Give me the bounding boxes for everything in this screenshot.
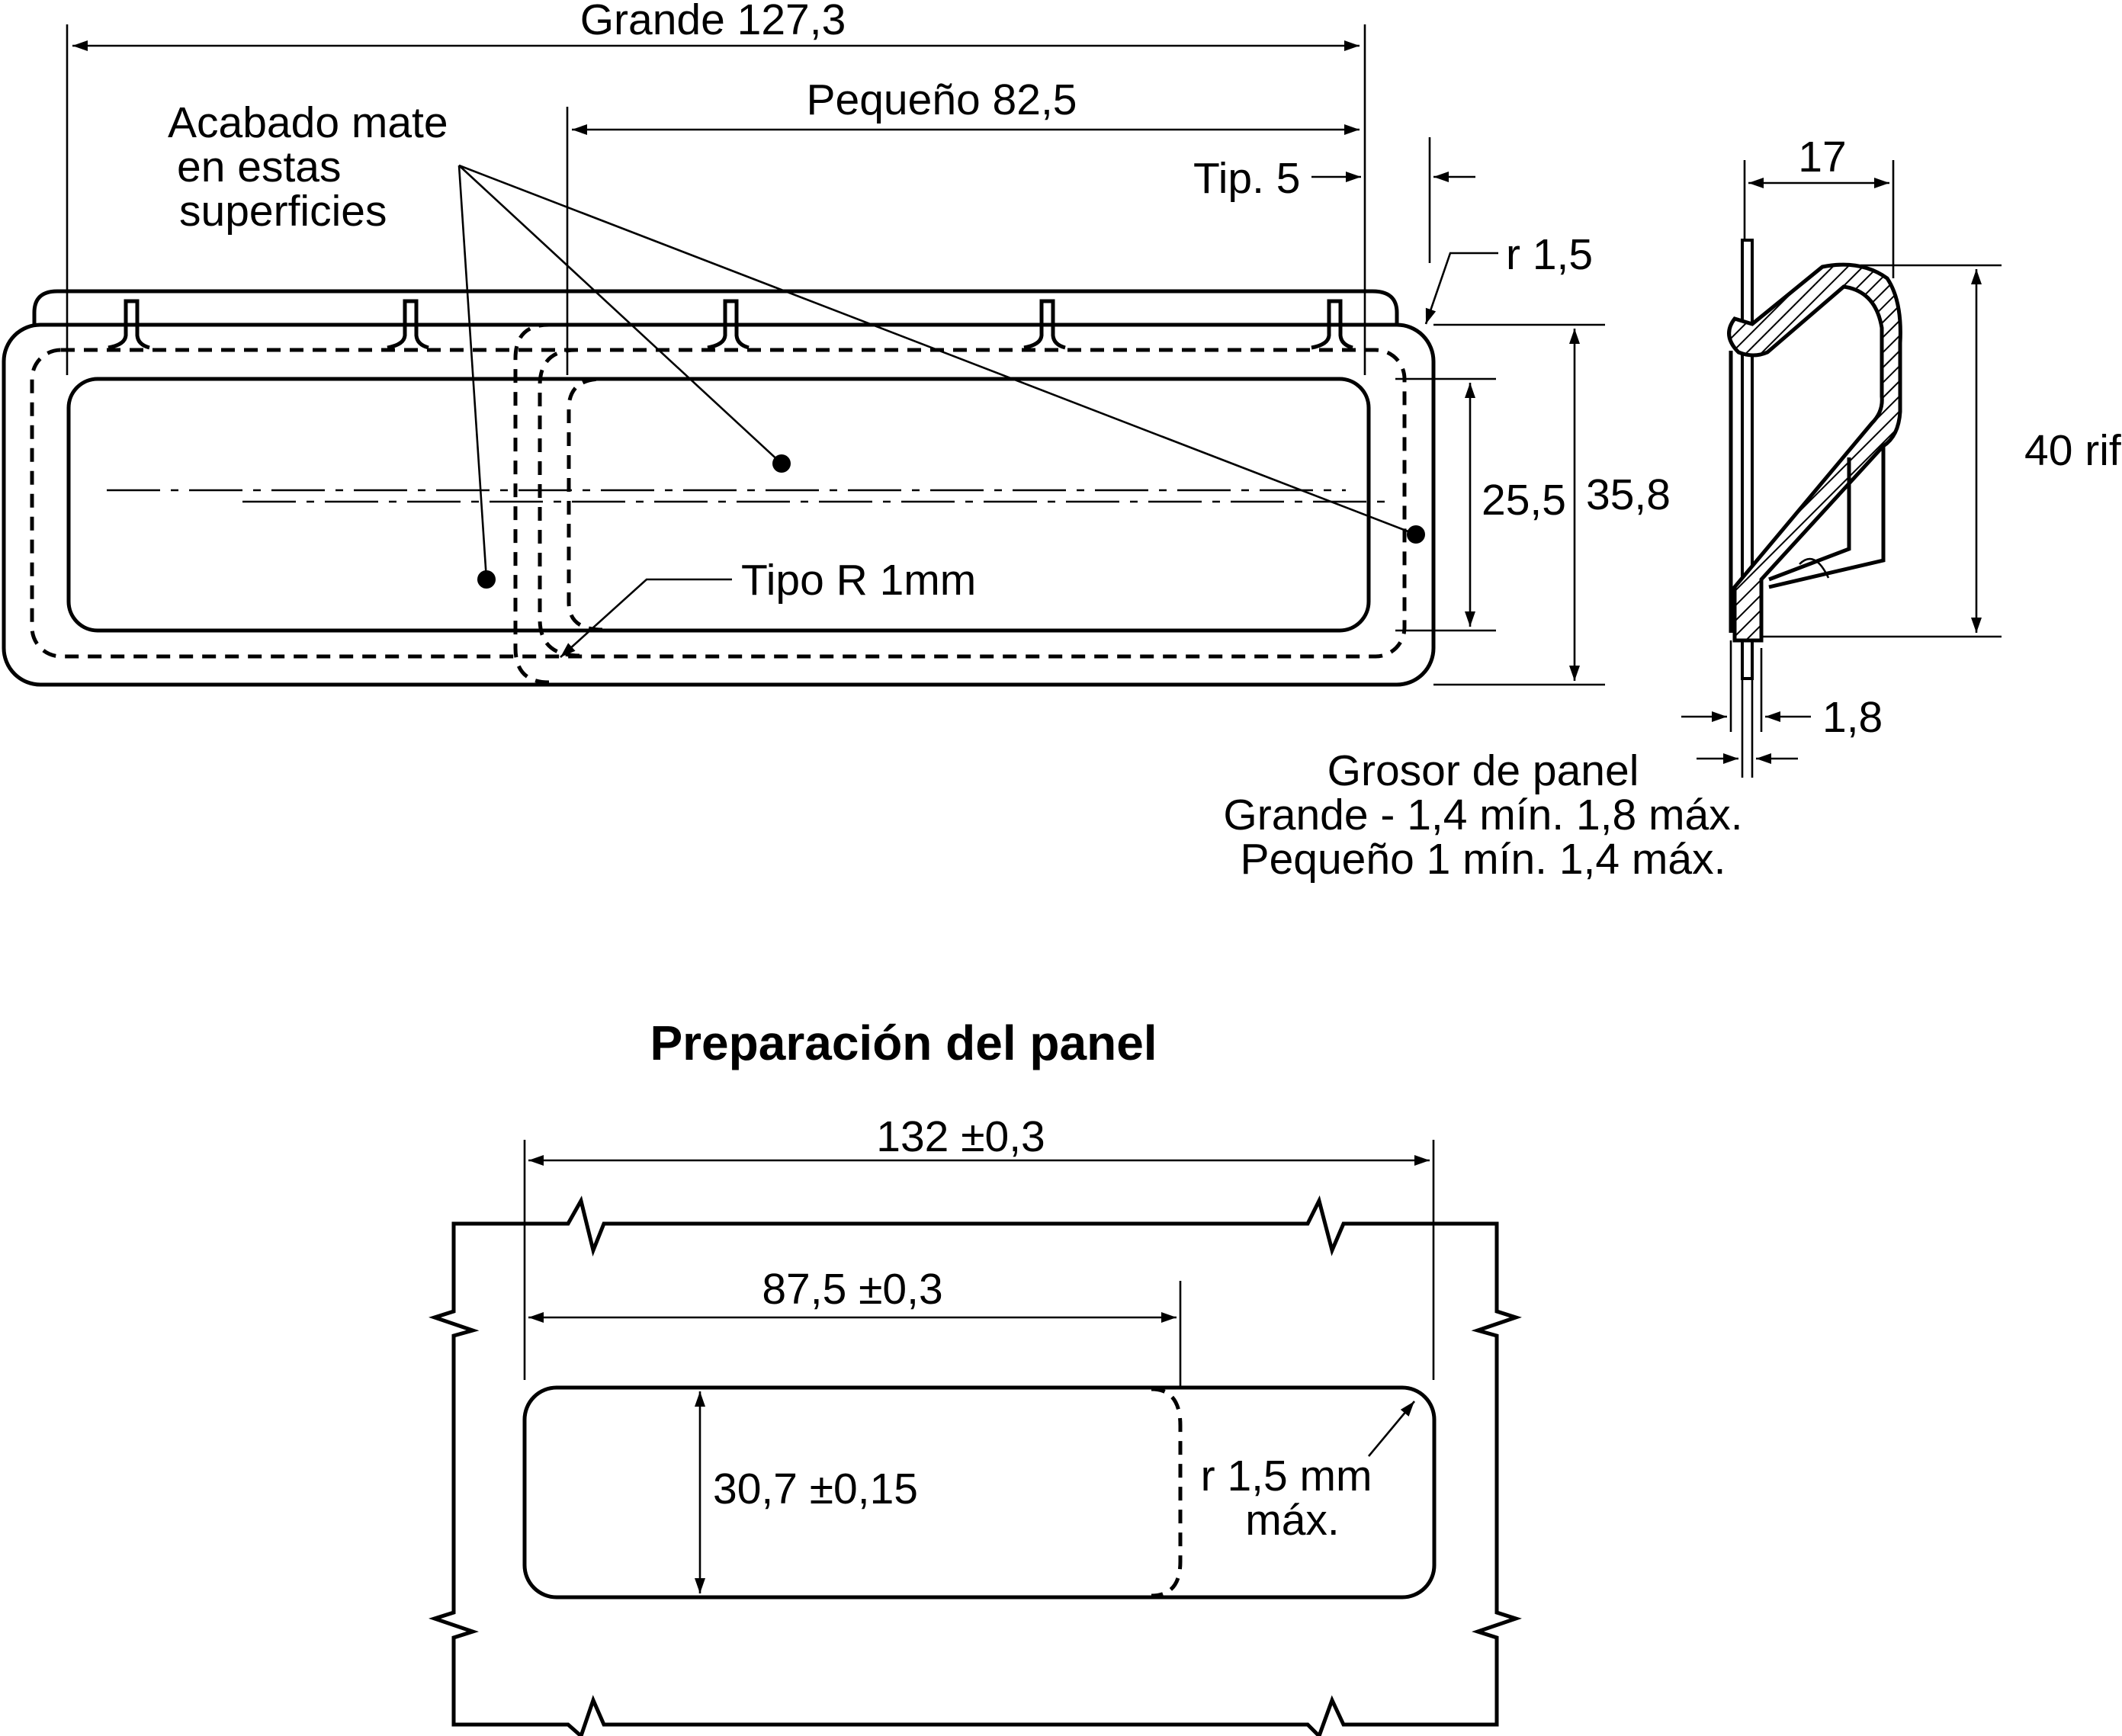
radius-label: r 1,5 [1506,230,1593,279]
dim-depth-label: 17 [1798,133,1846,181]
radius-prep-line-2: máx. [1245,1496,1340,1545]
finish-note-line-2: en estas [177,143,341,191]
handle-cross-section [1727,262,1902,643]
finish-dot-1 [477,570,496,589]
dim-prep-width-small-label: 87,5 ±0,3 [762,1265,942,1314]
hidden-outline-small-inner [538,348,580,658]
finish-note-line-1: Acabado mate [168,98,448,147]
panel-preparation: Preparación del panel 132 ±0,3 87,5 ±0,3… [429,1016,1522,1736]
finish-leaders [457,164,1417,580]
dim-prep-height-label: 30,7 ±0,15 [713,1465,918,1513]
finish-note: Acabado mate en estas superficies [168,98,460,236]
radius-leader [1424,252,1498,325]
dim-outer-height-label: 35,8 [1586,470,1671,519]
radius-prep-label: r 1,5 mm máx. [1201,1452,1385,1545]
handle-inner-wall [1729,351,1886,633]
handle-inner-arc [1799,557,1830,579]
finish-dot-3 [1407,525,1425,544]
panel-prep-title: Preparación del panel [650,1016,1157,1070]
hidden-recess-small [567,377,603,632]
finish-dot-2 [772,454,791,473]
radius-prep-leader [1368,1401,1415,1457]
dim-inner-height-label: 25,5 [1482,476,1566,525]
handle-recess [66,377,1371,633]
finish-note-line-3: superficies [179,187,387,236]
panel-broken-outline [429,1195,1522,1736]
hidden-outline-large [30,348,1407,659]
dim-thickness-label: 1,8 [1822,693,1883,742]
radius-type-leader [560,578,732,658]
dim-side-height-label: 40 rif. [2024,426,2122,475]
mounting-clips [108,299,1353,350]
radius-prep-line-1: r 1,5 mm [1201,1452,1372,1500]
panel-thickness-small: Pequeño 1 mín. 1,4 máx. [1241,835,1726,884]
handle-outer-body [2,322,1436,687]
panel-cutout-small-edge [1151,1387,1183,1598]
panel-thickness-title: Grosor de panel [1327,746,1639,795]
dim-pequeno-label: Pequeño 82,5 [807,75,1077,124]
panel-cutout [522,1385,1437,1600]
radius-type-label: Tipo R 1mm [741,556,976,605]
dim-grande-label: Grande 127,3 [580,0,846,44]
side-view: 17 40 rif. 1,8 Grosor de panel Grande - … [1223,133,2122,884]
top-view: Grande 127,3 Pequeño 82,5 Tip. 5 r 1,5 2… [2,0,1671,687]
dim-prep-width-large-label: 132 ±0,3 [876,1112,1045,1161]
handle-flange-outline [32,289,1399,324]
panel-thickness-large: Grande - 1,4 mín. 1,8 máx. [1223,791,1742,839]
dim-tip-label: Tip. 5 [1193,154,1300,203]
